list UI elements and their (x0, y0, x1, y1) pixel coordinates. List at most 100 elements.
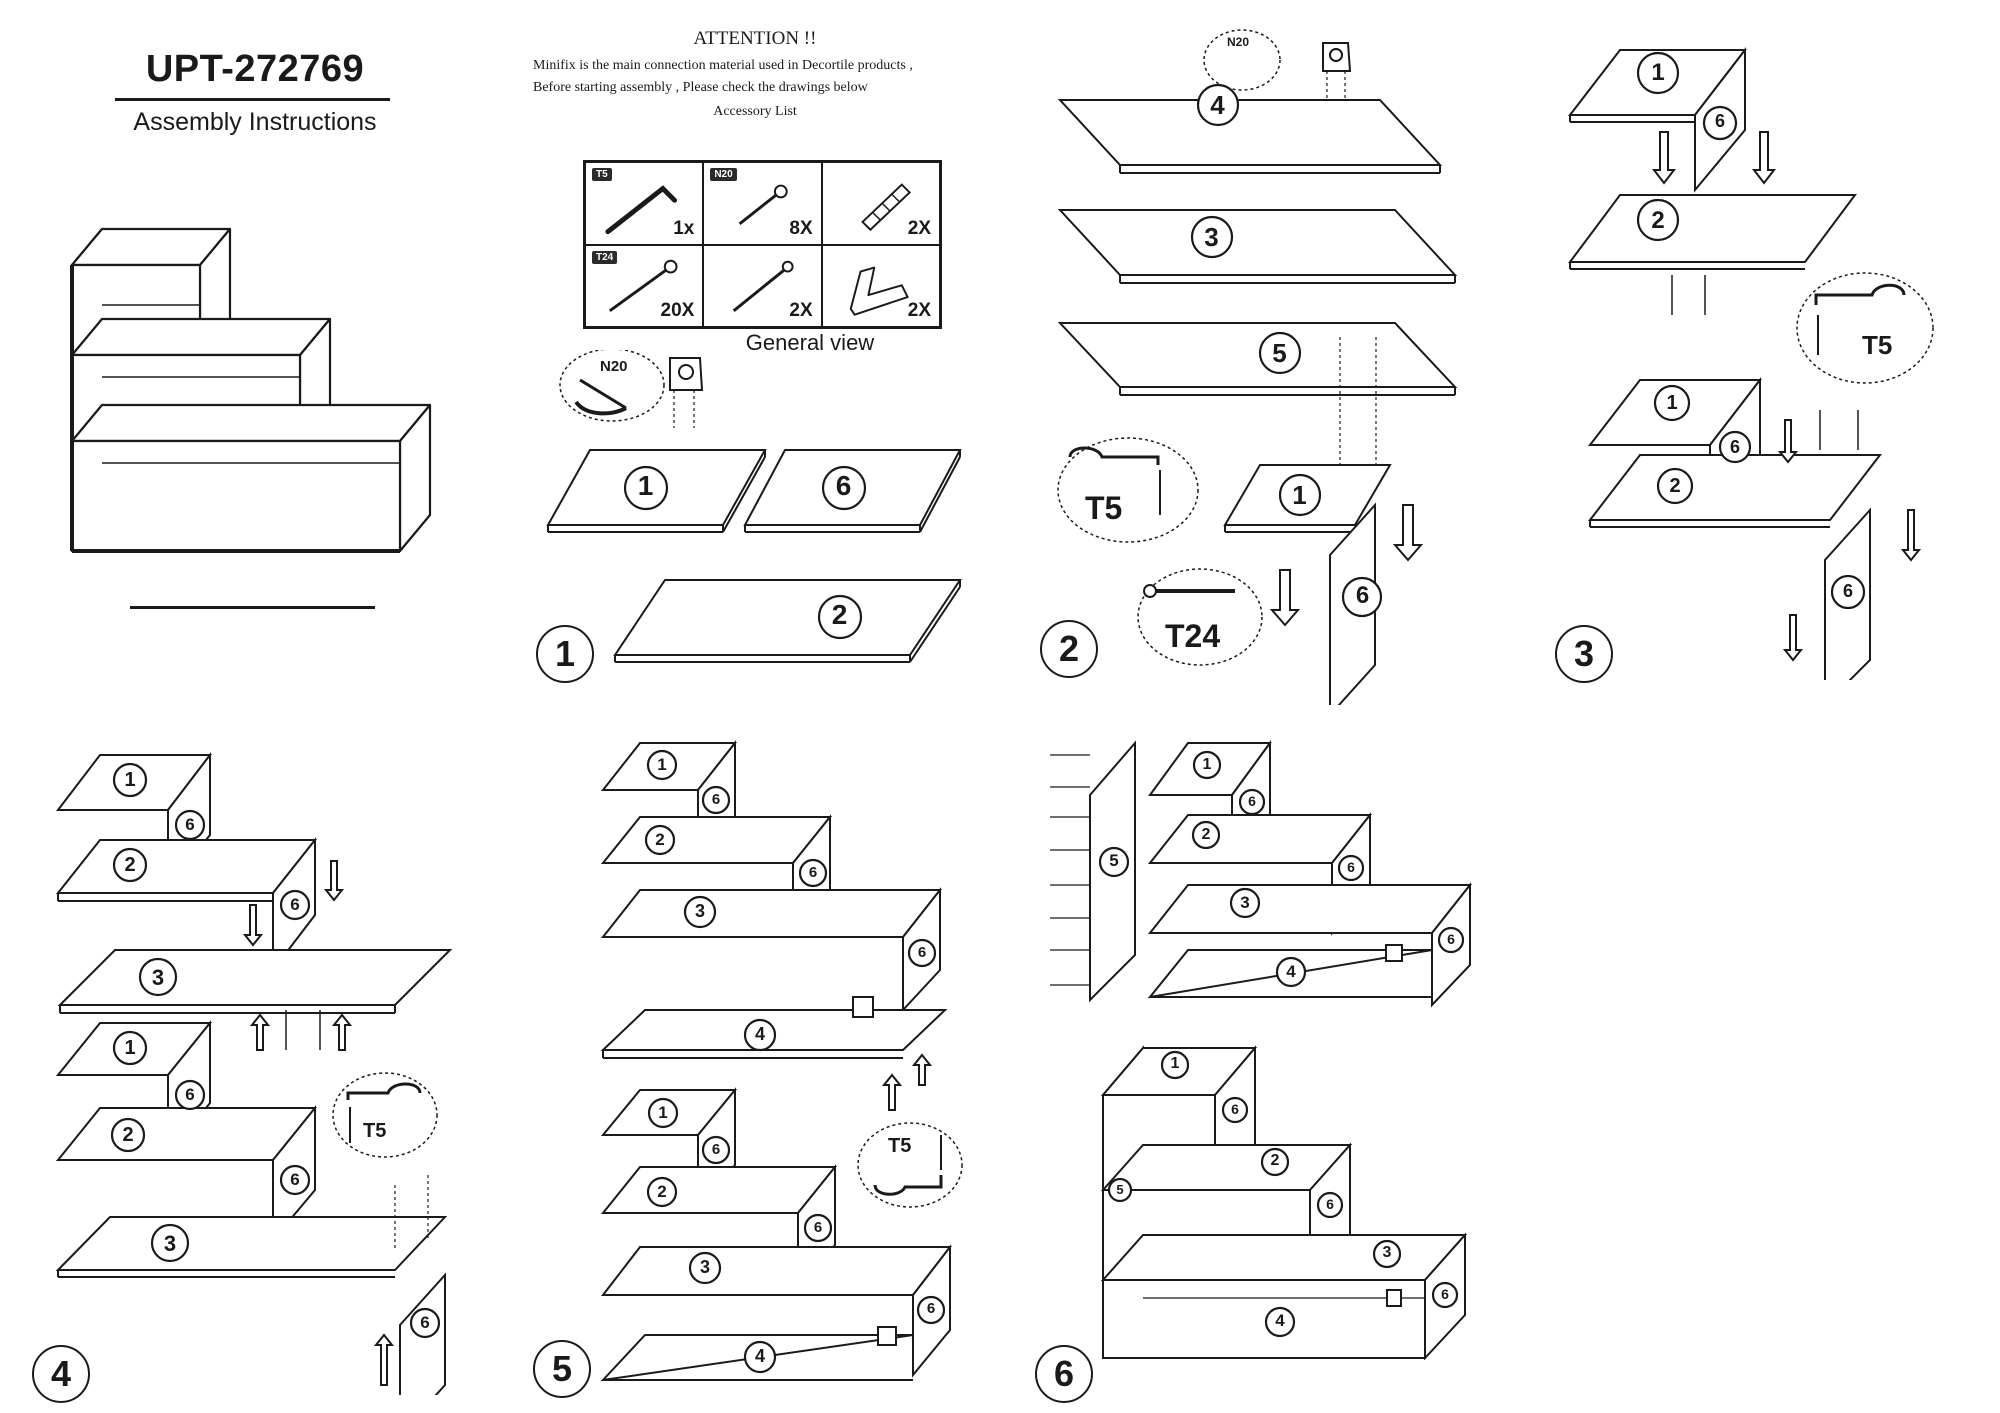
panel-2-label: 2 (122, 1124, 134, 1146)
panel-5-label: 5 (1109, 851, 1119, 870)
panel-2-label: 2 (124, 854, 136, 876)
t5-label-step3: T5 (1862, 330, 1893, 360)
accessory-qty: 8X (789, 217, 813, 239)
step-2-number: 2 (1040, 620, 1098, 678)
accessory-cell-t5: T5 1x (585, 162, 704, 245)
step-5-number: 5 (533, 1340, 591, 1398)
panel-4-label: 4 (754, 1346, 765, 1366)
t5-label-step5: T5 (888, 1135, 912, 1157)
n20-label-step1: N20 (600, 358, 628, 375)
accessory-qty: 2X (907, 300, 931, 321)
panel-1-label: 1 (1170, 1055, 1180, 1072)
minifix-connector-icon (669, 357, 704, 428)
panel-6-label: 6 (711, 1141, 721, 1158)
minifix-connector-icon (1322, 42, 1352, 120)
panel-3 (1057, 209, 1458, 276)
l-bracket-icon (849, 266, 909, 316)
panel-6-label: 6 (1355, 582, 1370, 609)
panel-2 (1568, 194, 1857, 263)
panel-4-label: 4 (1275, 1311, 1285, 1330)
minifix-connector-icon (877, 1326, 897, 1346)
minifix-connector-icon (1386, 1289, 1402, 1307)
accessory-qty: 20X (660, 300, 695, 321)
general-view-label: General view (745, 330, 875, 355)
accessory-code: T5 (592, 168, 612, 181)
panel-6-label: 6 (1347, 859, 1355, 875)
accessory-code: N20 (710, 168, 737, 181)
panel-1-label: 1 (124, 769, 136, 791)
t5-label-step4: T5 (363, 1120, 387, 1142)
product-overview-drawing (70, 227, 432, 553)
tool-bubble (332, 1072, 438, 1158)
panel-2-label: 2 (1669, 475, 1681, 497)
down-arrow-icon (242, 860, 345, 947)
model-number: UPT-272769 (145, 48, 365, 90)
panel-3-label: 3 (694, 901, 705, 921)
panel-2-label: 2 (831, 599, 848, 630)
accessory-table: T5 1x N20 8X 2X T24 20X 2X (583, 160, 942, 329)
panel-6-label: 6 (711, 791, 721, 808)
down-arrow-icon (1777, 419, 1922, 662)
step-3-drawing (1567, 47, 1934, 680)
panel-6-label: 6 (917, 944, 927, 961)
panel-1-label: 1 (1202, 756, 1212, 773)
panel-6-label: 6 (1248, 793, 1256, 809)
step-5-drawing (600, 740, 963, 1382)
accessory-cell-t24: T24 20X (585, 244, 704, 327)
down-arrow-icon (1269, 504, 1424, 627)
t5-label-step2: T5 (1085, 490, 1123, 526)
panel-4-label: 4 (754, 1024, 765, 1044)
step-6-final-drawing (1100, 1045, 1468, 1360)
panel-5 (1057, 322, 1458, 388)
panel-2-label: 2 (1651, 207, 1665, 234)
tool-bubble (1137, 568, 1263, 666)
assembly-subtitle: Assembly Instructions (133, 108, 377, 136)
down-arrow-icon (1651, 131, 1777, 185)
panel-5-label: 5 (1116, 1182, 1124, 1197)
signature-line (130, 606, 375, 609)
up-arrow-icon (881, 1053, 933, 1111)
allen-key-icon (873, 1135, 943, 1196)
tool-bubble (1796, 272, 1934, 384)
accessory-cell-n20: N20 8X (703, 162, 822, 245)
panel-6-label: 6 (835, 470, 852, 501)
panel-1-label: 1 (658, 1103, 668, 1122)
tool-bubble (857, 1122, 963, 1208)
notice-line-2: Before starting assembly , Please check … (533, 80, 868, 95)
screwdriver-icon (574, 378, 627, 416)
wall-plug-icon (860, 183, 911, 232)
accessory-list-title: Accessory List (713, 104, 797, 119)
panel-3 (55, 1216, 448, 1271)
panel-6-label: 6 (1714, 111, 1725, 131)
allen-key-icon (346, 1082, 422, 1143)
short-screw-icon (739, 184, 789, 226)
step-4-drawing (55, 752, 453, 1395)
screw-row (1050, 754, 1090, 986)
panel-1-label: 1 (637, 470, 654, 501)
panel-5-label: 5 (1272, 338, 1287, 368)
panel-3 (57, 949, 453, 1006)
panel-2 (613, 579, 962, 656)
panel-4-label: 4 (1210, 90, 1225, 120)
panel-6-label: 6 (1729, 437, 1740, 457)
panel-2-label: 2 (1270, 1152, 1280, 1169)
panel-1-label: 1 (124, 1037, 136, 1059)
attention-heading: ATTENTION !! (693, 28, 817, 49)
t24-label-step2: T24 (1165, 618, 1221, 654)
panel-1-label: 1 (1651, 59, 1665, 86)
n20-label-step2: N20 (1227, 35, 1250, 49)
notice-line-1: Minifix is the main connection material … (533, 58, 913, 73)
step-1-number: 1 (536, 625, 594, 683)
panel-6-label: 6 (1326, 1196, 1334, 1212)
long-screw-icon (1143, 584, 1235, 598)
panel-6-label: 6 (1441, 1286, 1449, 1302)
panel-6-label: 6 (1447, 931, 1455, 947)
panel-2 (55, 839, 318, 894)
step-1-drawing (546, 350, 962, 663)
panel-6-label: 6 (813, 1219, 823, 1236)
accessory-code: T24 (592, 250, 618, 264)
panel-3-label: 3 (699, 1257, 710, 1277)
up-arrow-icon (373, 1333, 395, 1386)
step-2-drawing (1057, 29, 1458, 705)
panel-3-label: 3 (1204, 222, 1219, 252)
